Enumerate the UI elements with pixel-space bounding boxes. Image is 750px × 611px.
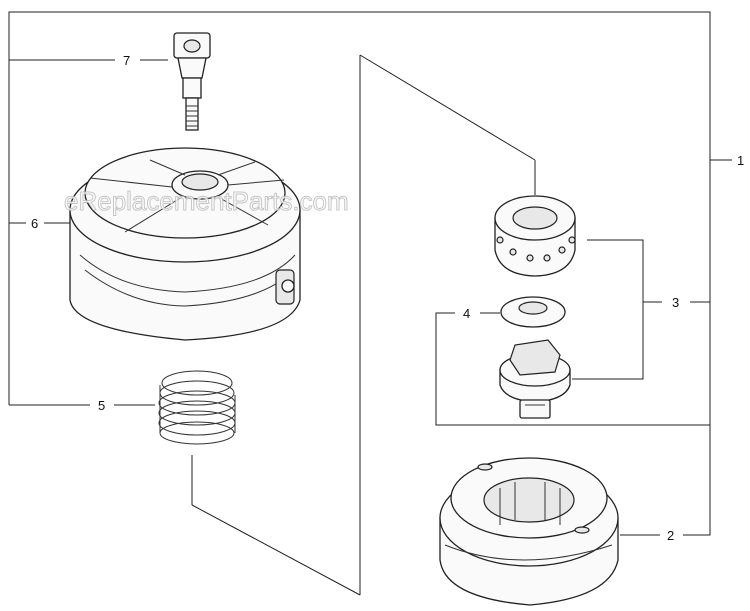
- callout-2: 2: [667, 528, 674, 543]
- callout-1: 1: [737, 153, 744, 168]
- callout-6: 6: [31, 216, 38, 231]
- callout-7: 7: [123, 53, 130, 68]
- callout-5: 5: [98, 398, 105, 413]
- spool-base-part-2: [439, 457, 619, 606]
- bump-knob-part-3: [499, 339, 571, 419]
- callout-4: 4: [463, 306, 470, 321]
- spool-housing-part-6: [69, 147, 301, 341]
- callout-3: 3: [672, 295, 679, 310]
- watermark-text: eReplacementParts.com: [64, 186, 349, 216]
- spring-part-5: [158, 370, 236, 445]
- assembly-leaders: [8, 11, 732, 596]
- knob-cap-part-3: [494, 195, 576, 277]
- bolt-part-7: [173, 32, 211, 131]
- washer-part-4: [500, 296, 566, 328]
